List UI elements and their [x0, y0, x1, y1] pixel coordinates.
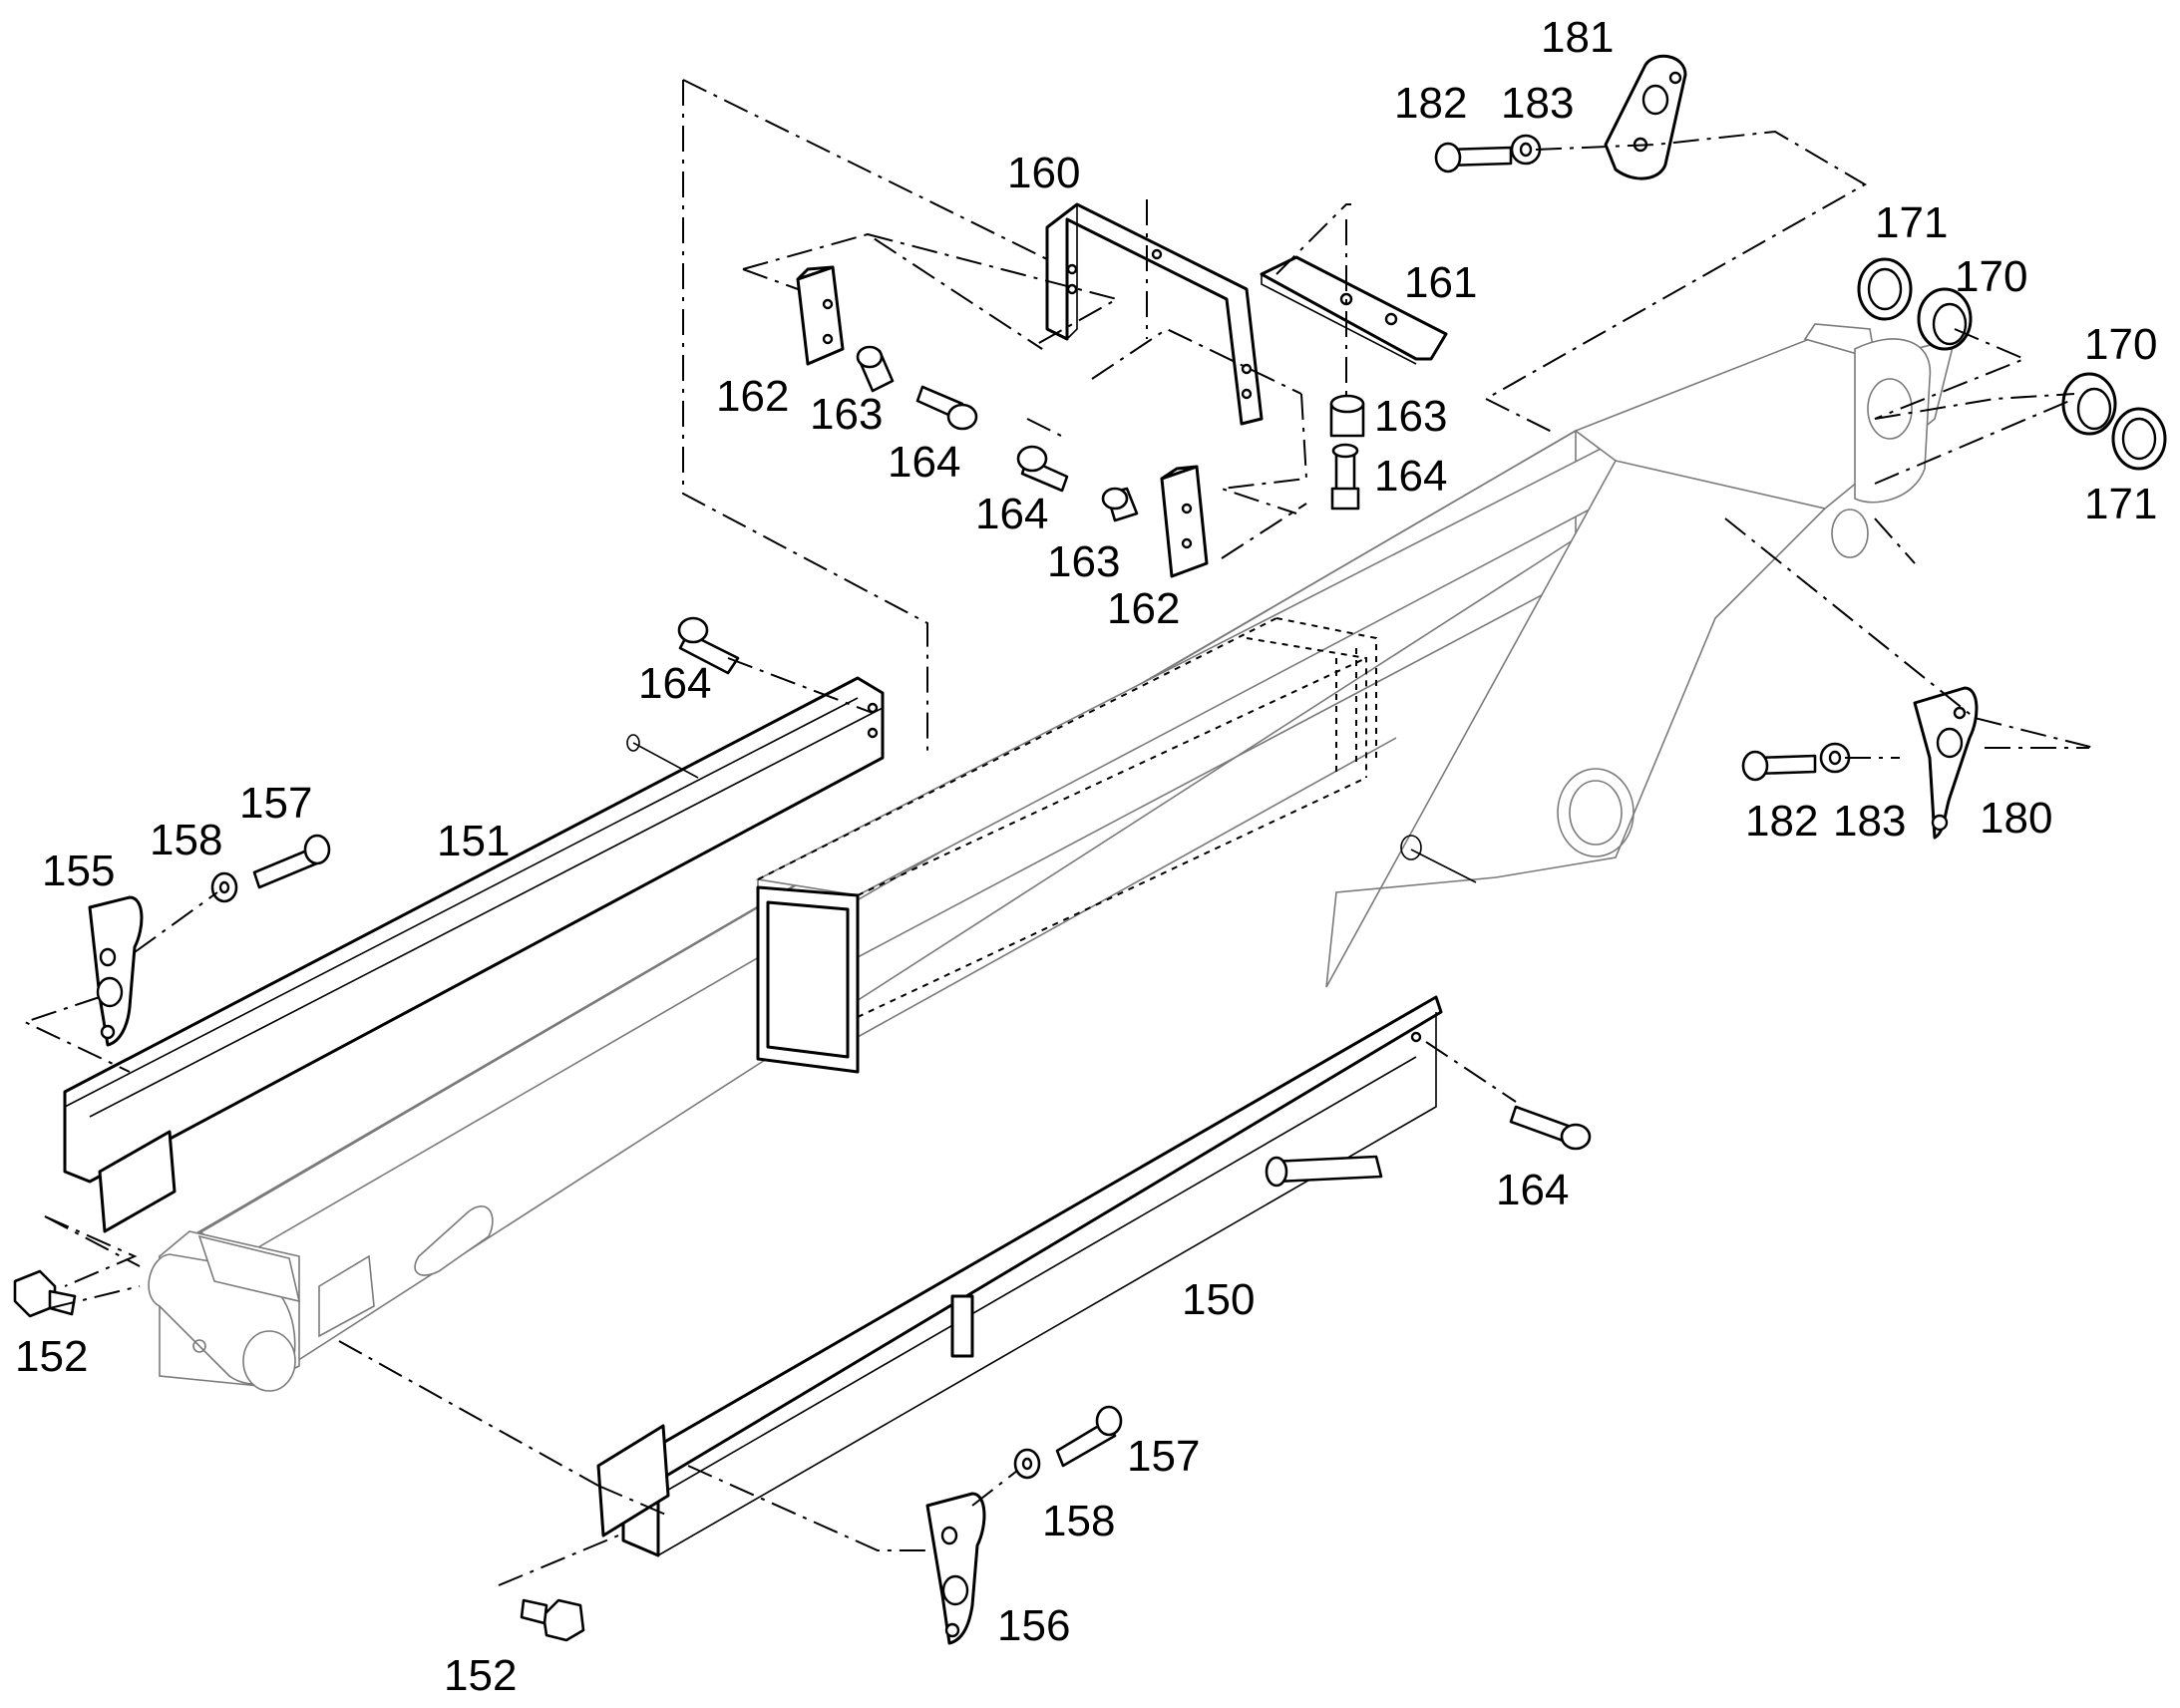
- callout-labels: 181 182 183 160 161 171 170 170 171 162 …: [15, 13, 2157, 1700]
- part-157-bolt-a: [252, 834, 331, 889]
- part-164-bolt-d: [677, 616, 740, 675]
- boom-body: [148, 323, 1957, 1392]
- callout-182: 182: [1394, 79, 1467, 128]
- part-162-wear-pad-lower: [1160, 465, 1209, 578]
- part-171-seal-upper: [1857, 257, 1913, 321]
- part-158-washer-a: [210, 871, 238, 903]
- callout-150: 150: [1182, 1275, 1255, 1324]
- part-182-bolt-a: [1434, 142, 1513, 173]
- callout-158: 158: [1042, 1497, 1115, 1545]
- callout-157: 157: [1127, 1432, 1200, 1481]
- part-170-bushing-lower: [2061, 372, 2117, 436]
- part-156-plate: [925, 1492, 986, 1645]
- leader-lines: [22, 79, 2095, 1586]
- part-163-spacer-c: [1329, 394, 1365, 438]
- part-164-bolt-a: [915, 385, 978, 431]
- callout-158: 158: [150, 816, 222, 864]
- callout-156: 156: [997, 1601, 1070, 1650]
- part-164-bolt-b: [1016, 445, 1069, 493]
- part-158-washer-b: [1013, 1448, 1041, 1480]
- part-181-plate: [1604, 54, 1687, 180]
- callout-182: 182: [1745, 797, 1818, 846]
- part-163-spacer-a: [856, 345, 895, 393]
- callout-170: 170: [1955, 252, 2027, 301]
- callout-180: 180: [1980, 794, 2052, 843]
- part-162-wear-pad-upper: [796, 265, 845, 366]
- part-183-washer-b: [1819, 742, 1851, 774]
- callout-152: 152: [444, 1651, 517, 1700]
- part-170-bushing-upper: [1917, 287, 1973, 351]
- callout-160: 160: [1007, 149, 1080, 197]
- callout-164: 164: [1374, 452, 1447, 501]
- part-163-spacer-b: [1101, 487, 1139, 522]
- part-152-bolt-b: [520, 1598, 585, 1642]
- part-183-washer-a: [1510, 134, 1542, 166]
- part-180-plate: [1913, 686, 1979, 840]
- callout-163: 163: [1374, 392, 1447, 441]
- callout-163: 163: [810, 390, 883, 439]
- callout-171: 171: [1875, 198, 1948, 247]
- part-157-bolt-b: [1055, 1405, 1123, 1468]
- callout-155: 155: [42, 847, 115, 895]
- callout-171: 171: [2084, 480, 2157, 528]
- callout-164: 164: [1496, 1166, 1569, 1214]
- part-152-bolt-a: [13, 1269, 77, 1318]
- part-151-side-rail: [63, 676, 885, 1233]
- callout-181: 181: [1541, 13, 1614, 62]
- part-164-bolt-e: [1509, 1105, 1592, 1151]
- part-160-u-bracket: [1045, 202, 1264, 426]
- part-150-side-rail: [596, 995, 1443, 1557]
- callout-183: 183: [1501, 79, 1574, 128]
- callout-162: 162: [1107, 584, 1180, 633]
- callout-164: 164: [638, 659, 711, 708]
- callout-163: 163: [1047, 537, 1120, 586]
- callout-164: 164: [888, 438, 960, 487]
- inner-section: [756, 617, 1377, 1074]
- part-182-bolt-b: [1741, 750, 1817, 782]
- part-164-bolt-c: [1330, 443, 1360, 511]
- callout-170: 170: [2084, 320, 2157, 369]
- part-155-plate: [88, 895, 144, 1047]
- callout-157: 157: [239, 779, 312, 828]
- callout-151: 151: [437, 817, 510, 865]
- callout-164: 164: [975, 490, 1048, 538]
- callout-183: 183: [1833, 797, 1906, 846]
- callout-162: 162: [716, 372, 789, 421]
- callout-152: 152: [15, 1332, 88, 1381]
- callout-161: 161: [1404, 258, 1477, 307]
- part-171-seal-lower: [2111, 407, 2167, 471]
